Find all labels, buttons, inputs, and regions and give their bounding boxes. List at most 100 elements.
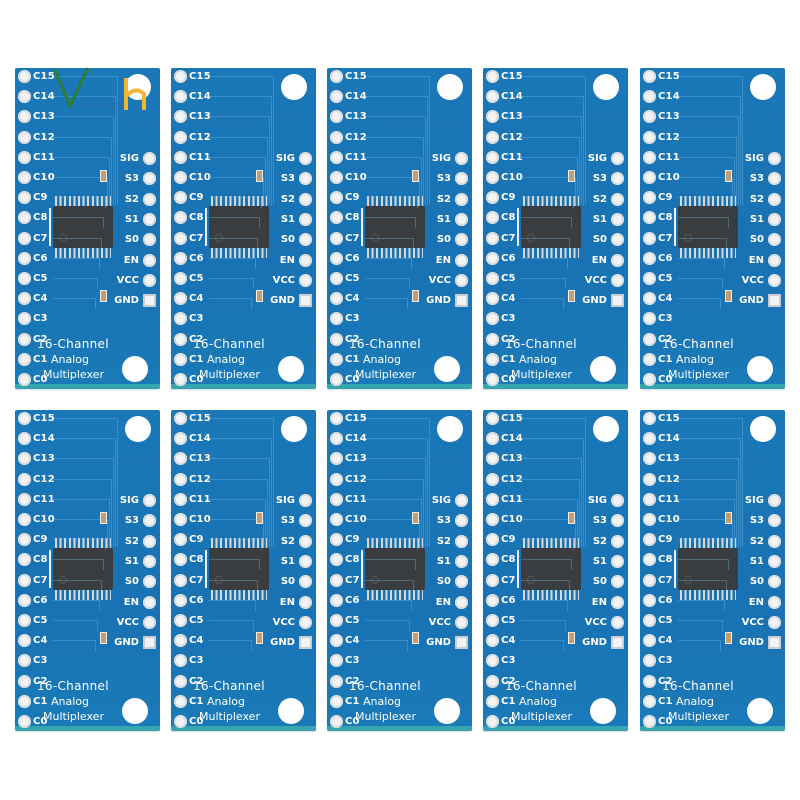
pin-label: C2 [189, 675, 204, 687]
pin-pad-gnd [611, 294, 624, 308]
pin-label: C7 [189, 574, 204, 586]
pin-pad-c6 [486, 251, 499, 265]
pin-label: C9 [345, 534, 360, 546]
pin-label: S1 [592, 555, 607, 567]
pin-label: C3 [501, 313, 516, 325]
pin-pad-s0 [768, 233, 781, 247]
pin-pad-en [143, 595, 156, 609]
pin-pad-c6 [18, 593, 31, 607]
pin-pad-c14 [330, 432, 343, 446]
board-title: 16-Channel [349, 679, 421, 693]
pcb-trace [521, 620, 566, 631]
pcb-trace [365, 177, 420, 205]
pcb-trace [521, 237, 570, 249]
mounting-hole-bottom [434, 698, 460, 724]
smd-led [412, 632, 419, 644]
pcb-trace [521, 96, 584, 205]
smd-resistor [412, 512, 419, 524]
silkscreen-line [205, 550, 207, 588]
pcb-trace [678, 136, 737, 205]
mounting-hole-bottom [278, 698, 304, 724]
pin-pad-c14 [174, 432, 187, 446]
pin-label: S2 [749, 193, 764, 205]
pcb-trace [53, 298, 96, 310]
mux-ic-chip [678, 548, 738, 590]
pin-label: C11 [189, 493, 211, 505]
pin-pad-sig [299, 494, 312, 507]
pin-label: VCC [272, 274, 295, 286]
smd-resistor [725, 170, 732, 182]
pcb-trace [678, 257, 725, 269]
pin-pad-c3 [643, 312, 656, 326]
pcb-trace [209, 458, 270, 547]
pin-pad-c8 [486, 553, 499, 567]
pin-label: C3 [189, 655, 204, 667]
pcb-trace [365, 217, 416, 229]
mux-ic-chip [521, 548, 581, 590]
pin-pad-c11 [330, 492, 343, 506]
pin-pad-c3 [174, 312, 187, 326]
pcb-trace [365, 620, 410, 631]
pin-label: C8 [189, 212, 204, 224]
pin-pad-s1 [768, 212, 781, 226]
ic-legs-bottom [523, 248, 579, 258]
pin-pad-c2 [18, 332, 31, 346]
pin-pad-s2 [768, 192, 781, 206]
board-subtitle-multiplexer: Multiplexer [668, 710, 729, 723]
pin-pad-s0 [299, 575, 312, 589]
pin-label: S2 [124, 193, 139, 205]
pin-label: C7 [658, 232, 673, 244]
mounting-hole-bottom [122, 698, 148, 724]
pin-label: C0 [345, 716, 360, 727]
pin-pad-c7 [486, 231, 499, 245]
pin-label: VCC [584, 274, 607, 286]
pin-pad-gnd [611, 636, 624, 650]
silkscreen-line [205, 208, 207, 246]
board-subtitle-analog: Analog [676, 353, 715, 366]
pin-pad-c4 [486, 634, 499, 648]
pin-label: C15 [189, 413, 211, 424]
pin-label: C1 [501, 695, 516, 707]
pcb-trace [209, 217, 260, 229]
pin-pad-c14 [486, 432, 499, 446]
board-edge [15, 384, 160, 389]
pin-label: C13 [658, 111, 680, 123]
pin-label: C15 [33, 71, 55, 82]
ic-legs-bottom [367, 248, 423, 258]
pcb-trace [209, 418, 274, 547]
pin-pad-vcc [143, 615, 156, 629]
pin-pad-c5 [18, 614, 31, 627]
pin-label: S0 [124, 234, 139, 246]
pin-label: S2 [749, 535, 764, 547]
pin-label: C5 [189, 615, 204, 626]
pin-pad-s1 [611, 554, 624, 568]
pin-pad-s1 [768, 554, 781, 568]
pcb-trace [521, 498, 578, 547]
pin-pad-c6 [486, 593, 499, 607]
pin-pad-c1 [486, 694, 499, 708]
pin-label: C3 [189, 313, 204, 325]
pcb-trace [678, 156, 735, 205]
pin-label: C12 [501, 473, 523, 485]
pin-pad-c0 [174, 715, 187, 728]
pcb-trace [209, 640, 252, 652]
pcb-trace [53, 599, 100, 611]
pcb-trace [209, 116, 270, 205]
board-edge [640, 384, 785, 389]
pin-label: C2 [501, 675, 516, 687]
pin-pad-c6 [18, 251, 31, 265]
pcb-trace [209, 599, 256, 611]
pin-label: C8 [501, 554, 516, 566]
pin-label: C5 [658, 273, 673, 284]
pin-label: C12 [33, 131, 55, 143]
pin-label: C4 [189, 293, 204, 305]
pin-label: C1 [658, 353, 673, 365]
pin-pad-c15 [330, 70, 343, 83]
mux-ic-chip [521, 206, 581, 248]
pin-pad-c2 [643, 332, 656, 346]
board-edge [640, 726, 785, 731]
pin-pad-c4 [18, 634, 31, 648]
